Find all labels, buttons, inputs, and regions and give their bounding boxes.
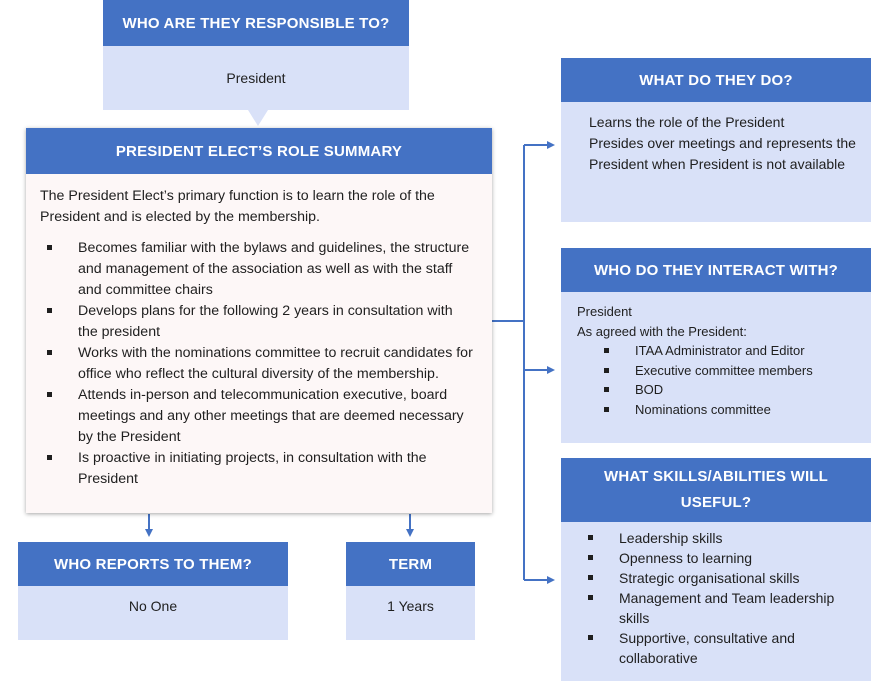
reports-value: No One [128,598,178,614]
reports-header: WHO REPORTS TO THEM? [18,542,288,586]
list-item: Executive committee members [597,361,859,381]
list-item: Becomes familiar with the bylaws and gui… [40,238,476,301]
list-item: ITAA Administrator and Editor [597,341,859,361]
responsible-body: President [103,46,409,110]
list-item: Supportive, consultative and collaborati… [581,628,857,668]
list-item: Leadership skills [581,528,857,548]
what-do-title: WHAT DO THEY DO? [639,71,793,89]
term-body: 1 Years [346,586,475,640]
skills-header: WHAT SKILLS/ABILITIES WILL USEFUL? [561,458,871,522]
what-do-body: Learns the role of the President Preside… [561,102,871,222]
term-value: 1 Years [387,598,434,614]
list-item: Is proactive in initiating projects, in … [40,448,476,490]
list-item: Works with the nominations committee to … [40,343,476,385]
skills-body: Leadership skills Openness to learning S… [561,522,871,681]
list-item: Management and Team leadership skills [581,588,857,628]
responsible-value: President [226,70,286,86]
role-summary-header: PRESIDENT ELECT’S ROLE SUMMARY [26,128,492,174]
role-summary-panel [26,128,492,513]
pointer-triangle [248,110,268,126]
term-header: TERM [346,542,475,586]
list-item: BOD [597,380,859,400]
role-summary-list: Becomes familiar with the bylaws and gui… [40,238,476,490]
role-summary-content: The President Elect’s primary function i… [40,186,476,490]
interact-line: As agreed with the President: [577,323,747,339]
interact-title: WHO DO THEY INTERACT WITH? [593,261,839,279]
what-do-header: WHAT DO THEY DO? [561,58,871,102]
list-item: Attends in-person and telecommunication … [40,385,476,448]
skills-list: Leadership skills Openness to learning S… [581,528,857,668]
list-item: Nominations committee [597,400,859,420]
list-item: Openness to learning [581,548,857,568]
list-item: Strategic organisational skills [581,568,857,588]
what-do-line: Learns the role of the President [589,114,785,130]
responsible-title: WHO ARE THEY RESPONSIBLE TO? [122,14,390,32]
what-do-line: Presides over meetings and represents th… [589,135,856,172]
reports-body: No One [18,586,288,640]
interact-list: ITAA Administrator and Editor Executive … [577,341,859,419]
role-summary-title: PRESIDENT ELECT’S ROLE SUMMARY [115,142,403,160]
term-title: TERM [388,555,433,573]
interact-header: WHO DO THEY INTERACT WITH? [561,248,871,292]
skills-title: WHAT SKILLS/ABILITIES WILL USEFUL? [603,468,829,511]
interact-body: President As agreed with the President: … [561,292,871,443]
reports-title: WHO REPORTS TO THEM? [54,555,252,573]
interact-line: President [577,304,632,319]
role-summary-intro: The President Elect’s primary function i… [40,188,435,225]
list-item: Develops plans for the following 2 years… [40,301,476,343]
responsible-header: WHO ARE THEY RESPONSIBLE TO? [103,0,409,46]
